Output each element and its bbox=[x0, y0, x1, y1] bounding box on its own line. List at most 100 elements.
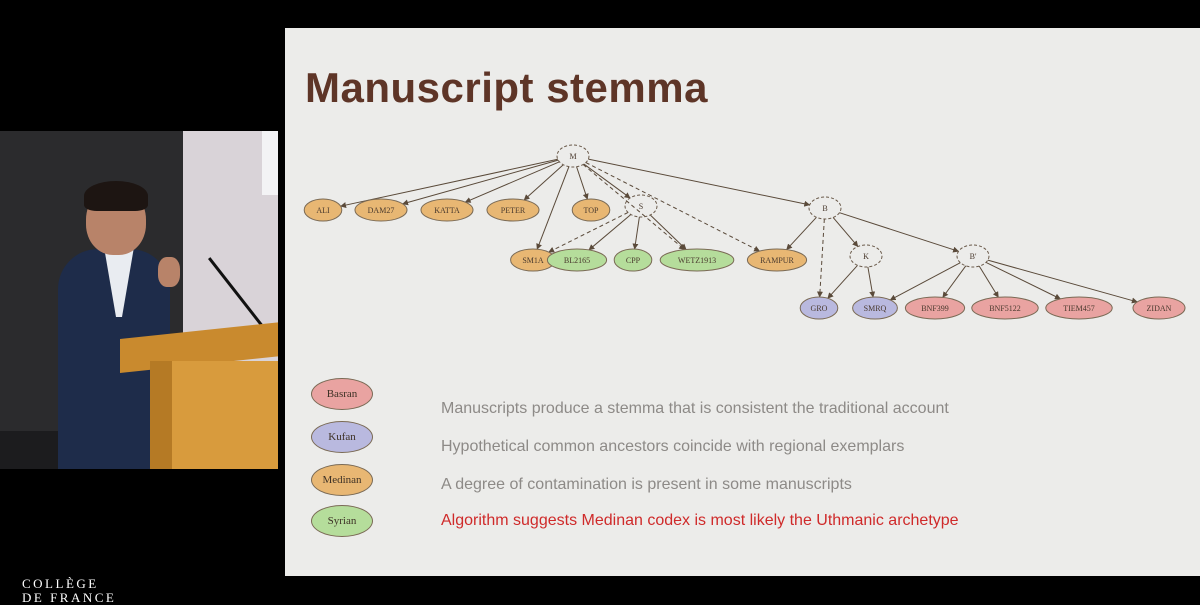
edge-s-bl2165 bbox=[588, 214, 632, 251]
edge-m-dam27 bbox=[402, 159, 559, 206]
edge-m-top bbox=[576, 166, 589, 200]
node-s-shape bbox=[624, 194, 658, 218]
node-ali-label: ALI bbox=[316, 206, 330, 215]
node-bl2165-label: BL2165 bbox=[564, 256, 590, 265]
edge-m-peter bbox=[523, 164, 564, 201]
edge-m-b bbox=[588, 158, 811, 207]
node-k-shape bbox=[849, 244, 883, 268]
node-top-label: TOP bbox=[584, 206, 600, 215]
edge-m-s bbox=[583, 163, 631, 199]
node-zidan-shape bbox=[1132, 296, 1186, 320]
node-ali: ALI bbox=[303, 198, 343, 222]
node-zidan-label: ZIDAN bbox=[1147, 304, 1172, 313]
node-peter-shape bbox=[486, 198, 540, 222]
edge-bp-smrq bbox=[889, 262, 961, 301]
edge-m-wetz1913 bbox=[582, 164, 686, 251]
node-wetz1913-label: WETZ1913 bbox=[678, 256, 716, 265]
edge-b-rampur bbox=[786, 216, 817, 251]
speaker-hair bbox=[84, 181, 148, 211]
edge-bp-bnf5122 bbox=[978, 265, 999, 298]
node-m-shape bbox=[556, 144, 590, 168]
node-smrq: SMRQ bbox=[852, 296, 898, 320]
edge-m-rampur bbox=[585, 162, 761, 252]
node-rampur: RAMPUR bbox=[746, 248, 808, 272]
node-gro-label: GRO bbox=[811, 304, 828, 313]
node-bl2165: BL2165 bbox=[546, 248, 608, 272]
node-m-label: M bbox=[569, 152, 576, 161]
node-katta-shape bbox=[420, 198, 474, 222]
node-s: S bbox=[624, 194, 658, 218]
node-m: M bbox=[556, 144, 590, 168]
edge-s-cpp bbox=[632, 216, 640, 250]
speaker-hand bbox=[158, 257, 180, 287]
node-ali-shape bbox=[303, 198, 343, 222]
node-bnf5122: BNF5122 bbox=[971, 296, 1039, 320]
node-k: K bbox=[849, 244, 883, 268]
stemma-diagram: M ALI DAM27 KATTA PETER TOP S SM1A BL2165 CPP WETZ… bbox=[303, 144, 1186, 320]
legend-medinan-label: Medinan bbox=[322, 474, 362, 486]
node-cpp-shape bbox=[613, 248, 653, 272]
node-bnf5122-label: BNF5122 bbox=[989, 304, 1021, 313]
edge-m-katta bbox=[464, 161, 560, 203]
node-wetz1913-shape bbox=[659, 248, 735, 272]
node-bnf399-label: BNF399 bbox=[921, 304, 949, 313]
node-smrq-shape bbox=[852, 296, 898, 320]
node-dam27-shape bbox=[354, 198, 408, 222]
node-bl2165-shape bbox=[546, 248, 608, 272]
node-zidan: ZIDAN bbox=[1132, 296, 1186, 320]
node-tiem457: TIEM457 bbox=[1045, 296, 1113, 320]
legend-basran: Basran bbox=[311, 378, 373, 410]
legend-syrian-label: Syrian bbox=[327, 515, 357, 527]
edge-s-wetz1913 bbox=[649, 214, 687, 250]
point-conclusion: Algorithm suggests Medinan codex is most… bbox=[441, 512, 959, 529]
legend-kufan-label: Kufan bbox=[328, 431, 356, 443]
node-cpp-label: CPP bbox=[626, 256, 641, 265]
point-ancestors: Hypothetical common ancestors coincide w… bbox=[441, 438, 905, 455]
legend-kufan: Kufan bbox=[311, 421, 373, 453]
edge-m-ali bbox=[340, 158, 558, 208]
node-b: B bbox=[808, 196, 842, 220]
edge-b-gro bbox=[816, 218, 825, 298]
node-gro: GRO bbox=[799, 296, 839, 320]
edge-bp-bnf399 bbox=[942, 265, 967, 298]
logo-line2: DE FRANCE bbox=[22, 590, 117, 605]
node-wetz1913: WETZ1913 bbox=[659, 248, 735, 272]
college-de-france-logo: COLLÈGE DE FRANCE bbox=[22, 577, 116, 605]
node-k-label: K bbox=[863, 252, 869, 261]
node-sm1a: SM1A bbox=[510, 248, 556, 272]
edge-b-bp bbox=[839, 212, 960, 253]
edge-k-gro bbox=[827, 265, 858, 299]
podium-side bbox=[150, 361, 172, 469]
point-consistency: Manuscripts produce a stemma that is con… bbox=[441, 400, 949, 417]
edge-bp-zidan bbox=[987, 259, 1138, 304]
logo-line1: COLLÈGE bbox=[22, 576, 99, 591]
node-peter: PETER bbox=[486, 198, 540, 222]
node-top-shape bbox=[571, 198, 611, 222]
point-contamination: A degree of contamination is present in … bbox=[441, 476, 852, 493]
node-katta-label: KATTA bbox=[434, 206, 460, 215]
node-top: TOP bbox=[571, 198, 611, 222]
node-dam27: DAM27 bbox=[354, 198, 408, 222]
node-gro-shape bbox=[799, 296, 839, 320]
node-cpp: CPP bbox=[613, 248, 653, 272]
legend-medinan: Medinan bbox=[311, 464, 373, 496]
speaker-video bbox=[0, 131, 278, 469]
node-s-label: S bbox=[639, 202, 643, 211]
node-dam27-label: DAM27 bbox=[368, 206, 395, 215]
presentation-slide: Manuscript stemma M ALI DAM27 KATTA PETER TOP… bbox=[285, 28, 1200, 576]
node-tiem457-label: TIEM457 bbox=[1063, 304, 1095, 313]
node-bp-shape bbox=[956, 244, 990, 268]
edge-k-smrq bbox=[867, 266, 876, 298]
node-bnf399: BNF399 bbox=[904, 296, 966, 320]
legend-basran-label: Basran bbox=[326, 388, 358, 400]
node-bp-label: B' bbox=[970, 252, 977, 261]
node-b-label: B bbox=[822, 204, 827, 213]
node-katta: KATTA bbox=[420, 198, 474, 222]
node-rampur-label: RAMPUR bbox=[760, 256, 794, 265]
node-b-shape bbox=[808, 196, 842, 220]
edge-s-sm1a bbox=[548, 212, 629, 253]
node-sm1a-label: SM1A bbox=[522, 256, 544, 265]
edge-bp-tiem457 bbox=[985, 261, 1061, 300]
slide-title: Manuscript stemma bbox=[305, 64, 708, 111]
legend-syrian: Syrian bbox=[311, 505, 373, 537]
